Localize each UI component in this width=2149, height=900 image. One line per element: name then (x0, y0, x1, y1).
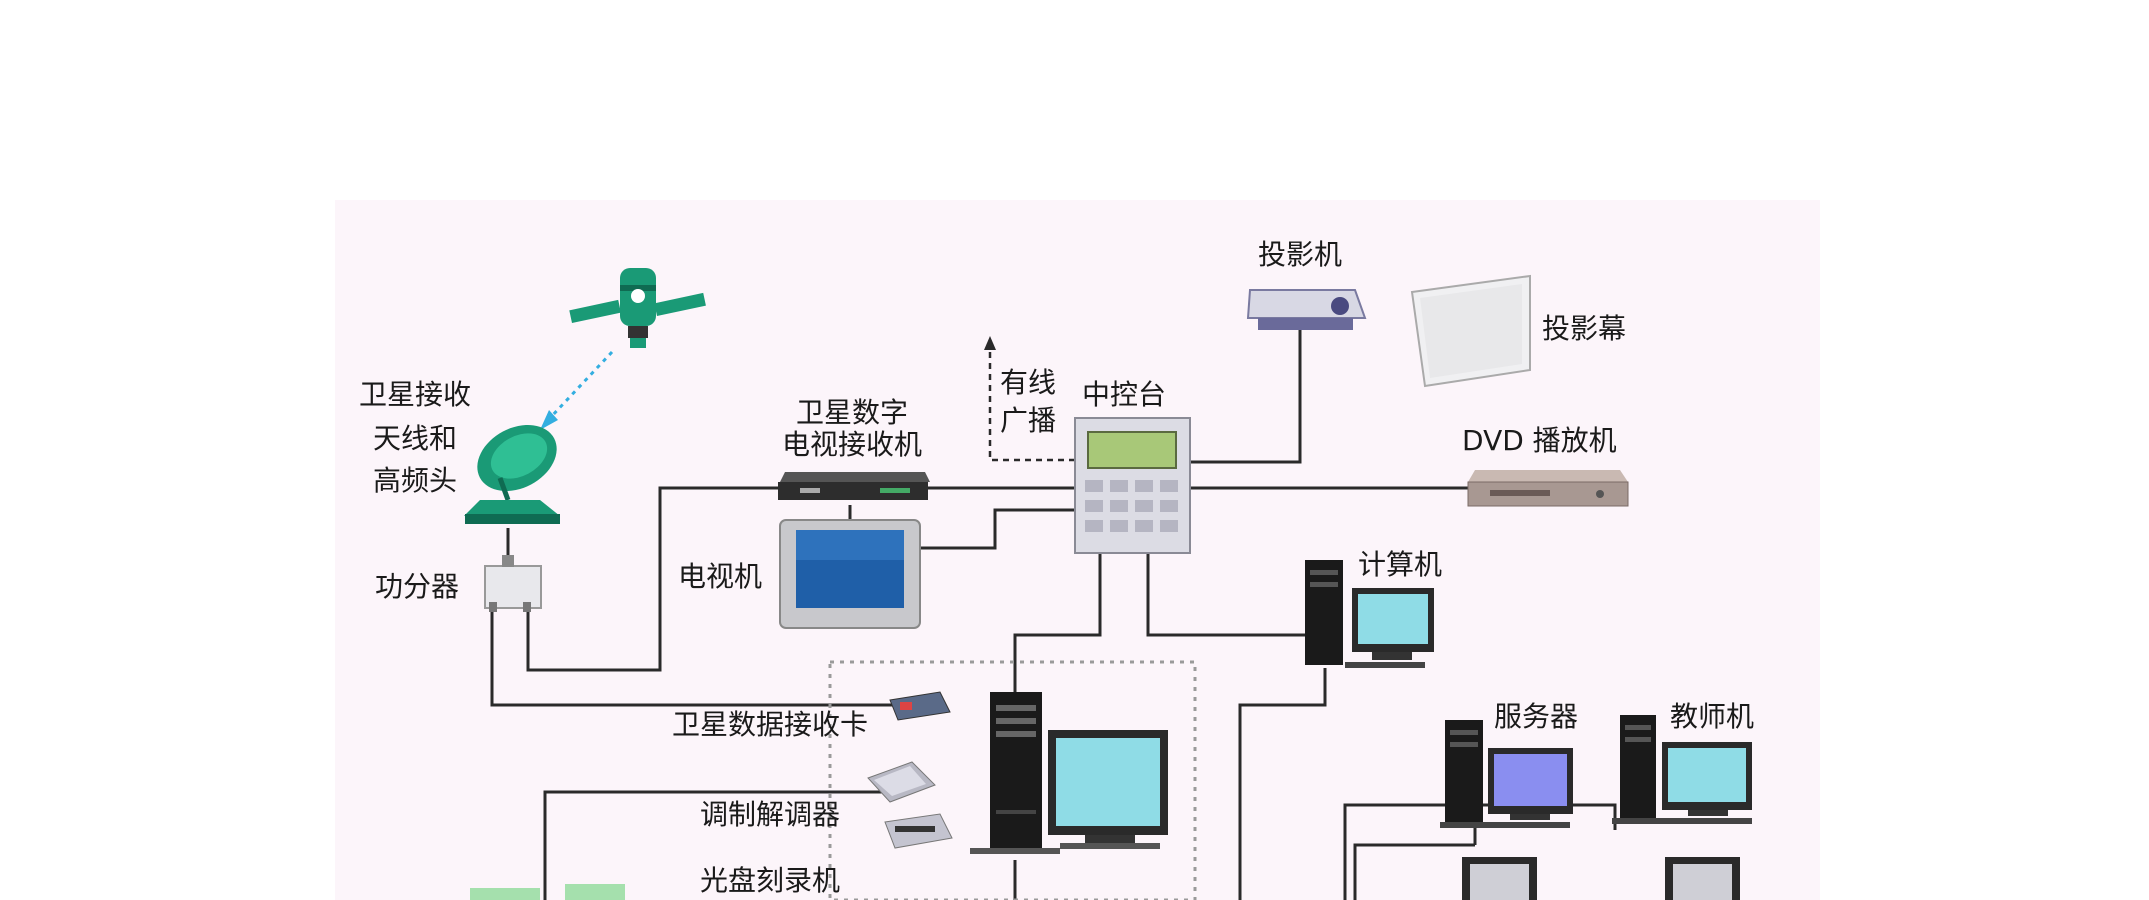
satellite-icon (569, 268, 706, 348)
cable-broadcast-arrow (984, 336, 1075, 462)
label-satellite-tv-receiver-2: 电视接收机 (781, 428, 922, 461)
green-fragment (470, 884, 625, 900)
label-satellite-dish-3: 高频头 (372, 464, 457, 497)
power-splitter-icon (484, 555, 542, 612)
label-satellite-data-card: 卫星数据接收卡 (672, 708, 869, 741)
central-control-icon (1074, 417, 1191, 554)
satellite-dish-icon (464, 424, 560, 524)
teacher-pc-icon (1612, 715, 1752, 824)
label-dvd-player: DVD 播放机 (1462, 424, 1617, 457)
line-stb-splitter (526, 486, 778, 672)
label-server: 服务器 (1494, 700, 1579, 733)
label-cd-burner: 光盘刻录机 (700, 864, 841, 897)
label-satellite-tv-receiver-1: 卫星数字 (795, 396, 908, 429)
label-tv: 电视机 (678, 560, 763, 593)
dotted-enclosure (828, 660, 1197, 900)
dvd-player-icon (1467, 470, 1629, 507)
line-control-computer (1146, 552, 1305, 637)
line-modem (543, 790, 900, 900)
label-cable-broadcast-2: 广播 (1000, 404, 1057, 437)
line-computer-network (1238, 668, 1327, 900)
label-projection-screen: 投影幕 (1542, 312, 1627, 345)
line-tv-control (920, 508, 1075, 550)
label-satellite-dish-1: 卫星接收 (358, 378, 471, 411)
line-server-branch (1353, 843, 1475, 900)
label-projector: 投影机 (1258, 238, 1343, 271)
label-computer: 计算机 (1358, 548, 1443, 581)
workstation-icon (970, 692, 1168, 854)
line-projector-control (1150, 328, 1302, 464)
label-cable-broadcast-1: 有线 (1000, 366, 1057, 399)
label-power-splitter: 功分器 (375, 570, 460, 603)
satellite-data-card-icon (889, 691, 951, 721)
label-modem: 调制解调器 (700, 798, 841, 831)
satellite-tv-receiver-icon (778, 472, 930, 500)
cd-burner-icon (884, 813, 953, 849)
partial-monitors (1462, 857, 1740, 900)
satellite-signal-arrow (540, 350, 614, 430)
projector-icon (1246, 289, 1367, 330)
label-central-control: 中控台 (1082, 378, 1167, 411)
projection-screen-icon (1410, 274, 1531, 388)
tv-icon (779, 519, 921, 629)
label-teacher-pc: 教师机 (1670, 700, 1755, 733)
label-satellite-dish-2: 天线和 (372, 422, 457, 455)
modem-icon (867, 761, 936, 803)
server-icon (1440, 720, 1573, 828)
line-control-pc (1013, 552, 1102, 695)
line-splitter-datacard (490, 612, 895, 707)
computer-icon (1305, 560, 1434, 668)
